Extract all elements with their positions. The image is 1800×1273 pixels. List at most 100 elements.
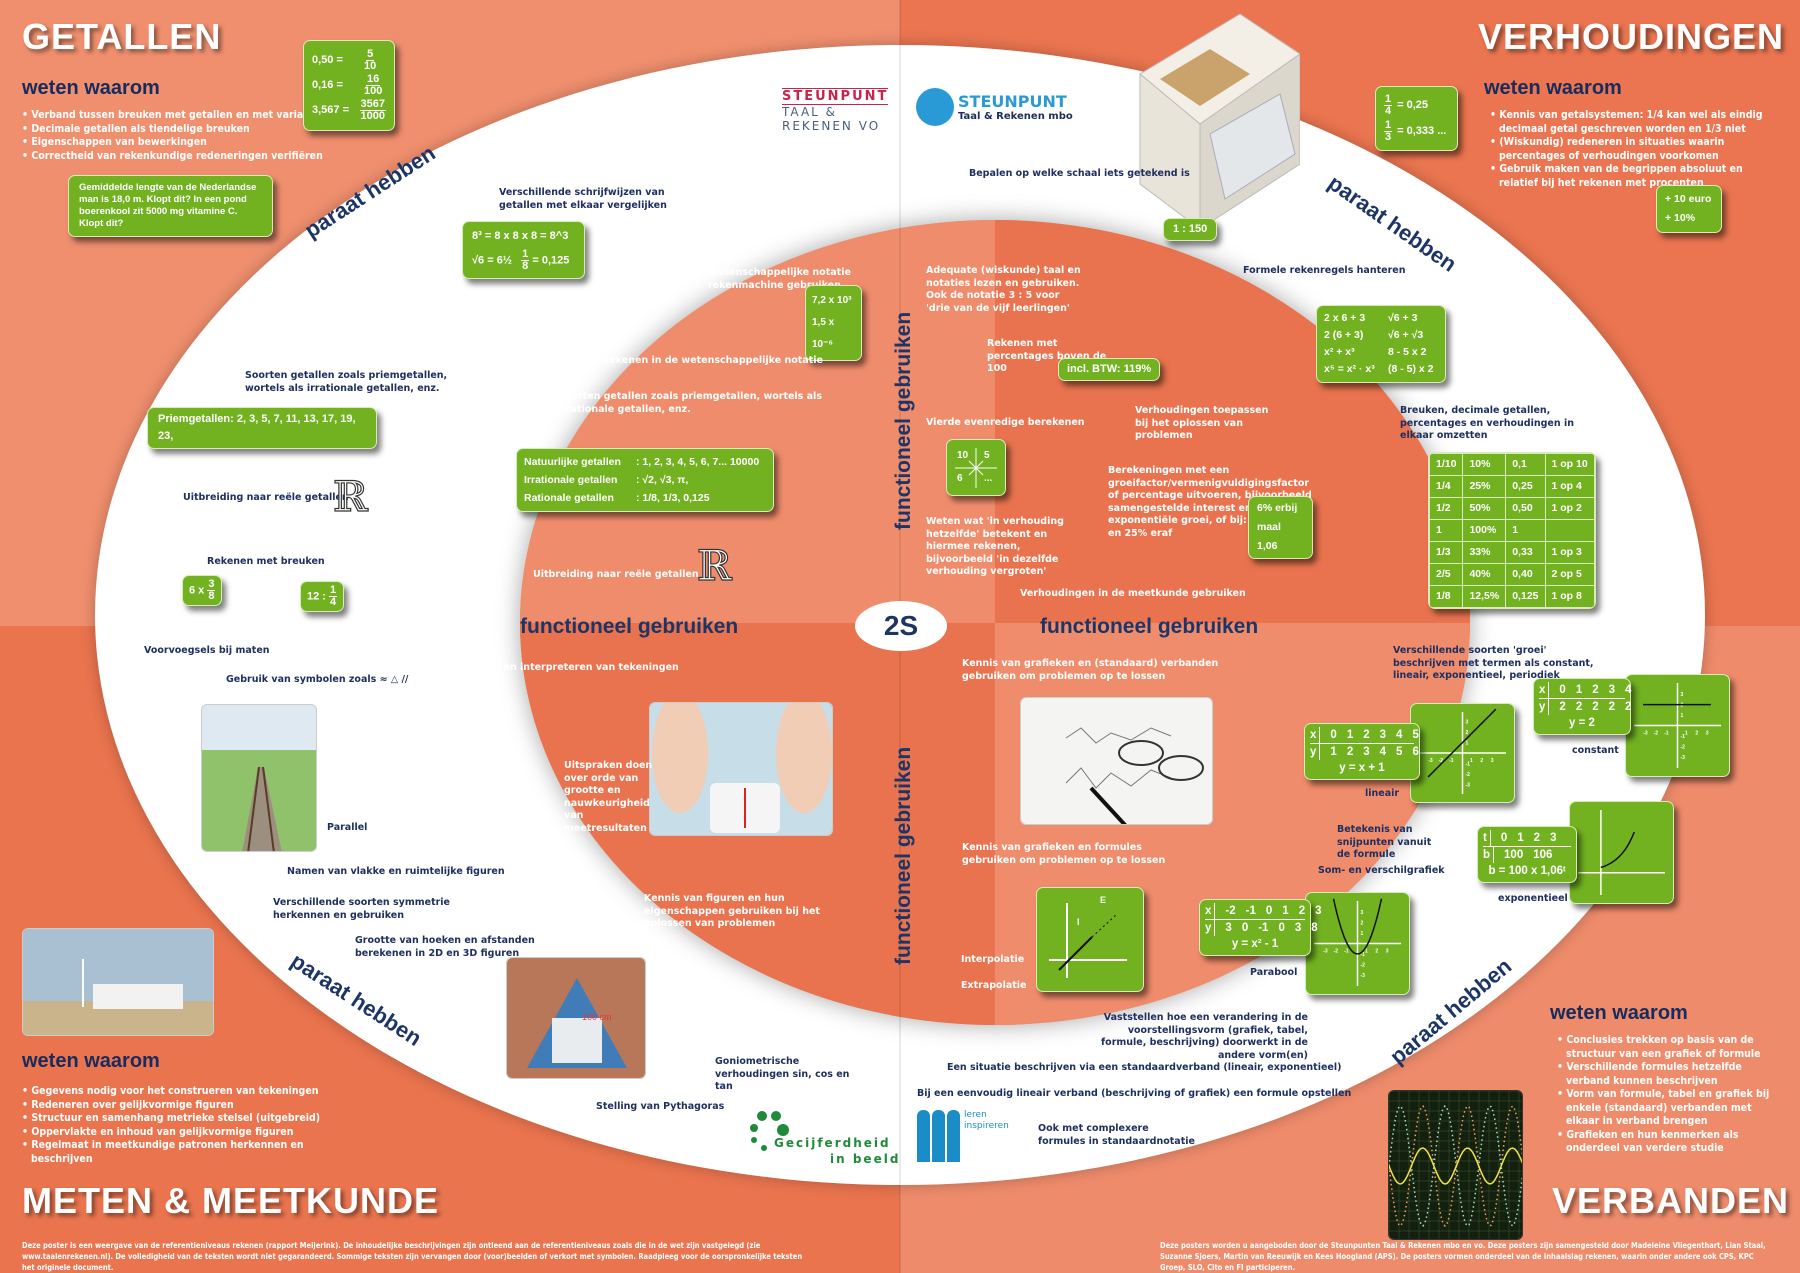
label-formele-rekenregels: Formele rekenregels hanteren	[1243, 265, 1406, 276]
real-numbers-symbol: ℝ	[332, 471, 368, 521]
wave	[1389, 1147, 1522, 1185]
footer-left: Deze poster is een weergave van de refer…	[22, 1241, 803, 1272]
formule-row: x⁵ = x² · x³(8 - 5) x 2	[1324, 363, 1434, 375]
svg-text:I: I	[1077, 917, 1080, 927]
formula: y = x² - 1	[1231, 938, 1279, 950]
tick-label: -1	[1361, 952, 1366, 958]
schaal-box: 1 : 150	[1163, 218, 1218, 241]
curve	[1600, 831, 1635, 869]
label-pythagoras: Stelling van Pythagoras	[596, 1101, 725, 1112]
tick-label: -1	[1664, 731, 1669, 737]
tick-label: 3	[1361, 910, 1364, 916]
label-lezen-tekeningen: Lezen en interpreteren van tekeningen	[469, 662, 679, 673]
label-inner-soorten: Soorten getallen zoals priemgetallen, wo…	[558, 391, 822, 415]
curve	[1427, 708, 1497, 778]
bullet-item: Verband tussen breuken met getallen en m…	[22, 109, 342, 123]
bullet-item: Eigenschappen van bewerkingen	[22, 136, 342, 150]
verhoudingen-bullets: Kennis van getalsystemen: 1/4 kan wel al…	[1490, 109, 1780, 190]
plus-box: + 10 euro+ 10%	[1656, 185, 1722, 233]
tick-label: -3	[1428, 758, 1433, 764]
label-rekenen-breuken: Rekenen met breuken	[207, 556, 325, 567]
label-interpolatie: Interpolatie	[961, 954, 1025, 965]
tick-label: -3	[1681, 755, 1686, 761]
label-percentages-boven-100: Rekenen met percentages boven de 100	[987, 338, 1107, 374]
table-cell: 100%	[1462, 519, 1507, 542]
tick-label: 1	[1365, 949, 1368, 955]
table-cell: 33%	[1462, 541, 1507, 564]
table-cell: 1 op 3	[1544, 541, 1595, 564]
getallen-functioneel-gebruiken: functioneel gebruiken	[520, 615, 739, 638]
tick-label: 3	[1491, 758, 1494, 764]
tick-label: -1	[1681, 734, 1686, 740]
table-cell: 1/8	[1428, 585, 1464, 608]
label-adequate-taal: Adequate (wiskunde) taal en notaties lez…	[926, 265, 1081, 314]
tick-label: -3	[1643, 731, 1648, 737]
tick-label: -2	[1361, 962, 1366, 968]
railway-photo	[201, 704, 317, 852]
table-cell	[1544, 519, 1595, 542]
tick-label: 2	[1695, 731, 1698, 737]
table-cell: 1	[1505, 519, 1546, 542]
tick-label: -2	[1654, 731, 1659, 737]
tick-label: 3	[1386, 949, 1389, 955]
label-schaal: Bepalen op welke schaal iets getekend is	[969, 168, 1190, 179]
getalsoorten-box: Natuurlijke getallen: 1, 2, 3, 4, 5, 6, …	[516, 448, 774, 512]
bullet-item: Regelmaat in meetkundige patronen herken…	[22, 1139, 362, 1166]
tick-label: -1	[1466, 761, 1471, 767]
table-cell: 10%	[1462, 453, 1507, 476]
tick-label: 1	[1681, 713, 1684, 719]
tick-label: -2	[1681, 744, 1686, 750]
table-cell: 2 op 5	[1544, 563, 1595, 586]
tick-label: -2	[1439, 758, 1444, 764]
label-omzetten: Breuken, decimale getallen, percentages …	[1400, 405, 1574, 441]
table-cell: 1/3	[1428, 541, 1464, 564]
title-meten-meetkunde: METEN & MEETKUNDE	[22, 1180, 440, 1221]
formula: y = x + 1	[1339, 762, 1385, 774]
formula: y = 2	[1569, 717, 1595, 729]
verbanden-bullets: Conclusies trekken op basis van de struc…	[1557, 1034, 1787, 1156]
label-soorten-getallen: Soorten getallen zoals priemgetallen, wo…	[245, 370, 448, 394]
label-rekenen-wetenschappelijk: Rekenen in de wetenschappelijke notatie	[602, 355, 823, 366]
graphs-glasses-photo	[1020, 697, 1213, 825]
bullet-item: Correctheid van rekenkundige redeneringe…	[22, 150, 342, 164]
table-cell: 50%	[1462, 497, 1507, 520]
meten-bullets: Gegevens nodig voor het construeren van …	[22, 1085, 362, 1166]
table-cell: 1 op 8	[1544, 585, 1595, 608]
label-hoeken: Grootte van hoeken en afstanden berekene…	[355, 935, 535, 959]
bullet-item: Verschillende formules hetzelfde verband…	[1557, 1061, 1787, 1088]
bullet-item: Grafieken en hun kenmerken als onderdeel…	[1557, 1129, 1787, 1156]
label-symmetrie: Verschillende soorten symmetrie herkenne…	[273, 897, 450, 921]
label-kennis-standaard: Kennis van grafieken en (standaard) verb…	[962, 658, 1219, 682]
label-parallel: Parallel	[327, 822, 368, 833]
tick-label: 1	[1685, 731, 1688, 737]
table-cell: 0,33	[1505, 541, 1546, 564]
curve	[1332, 898, 1383, 955]
label-groeifactor: Berekeningen met een groeifactor/vermeni…	[1108, 465, 1312, 539]
table-cell: 0,40	[1505, 563, 1546, 586]
table-cell: 1 op 10	[1544, 453, 1595, 476]
label-vaststellen: Vaststellen hoe een verandering in de vo…	[1101, 1012, 1308, 1061]
table-cell: 12,5%	[1462, 585, 1507, 608]
tick-label: -3	[1466, 782, 1471, 788]
scale-feet-photo	[649, 702, 833, 836]
footer-right: Deze posters worden u aangeboden door de…	[1160, 1241, 1766, 1272]
floorplan-3d-image	[1139, 14, 1300, 229]
label-situatie: Een situatie beschrijven via een standaa…	[947, 1062, 1342, 1073]
